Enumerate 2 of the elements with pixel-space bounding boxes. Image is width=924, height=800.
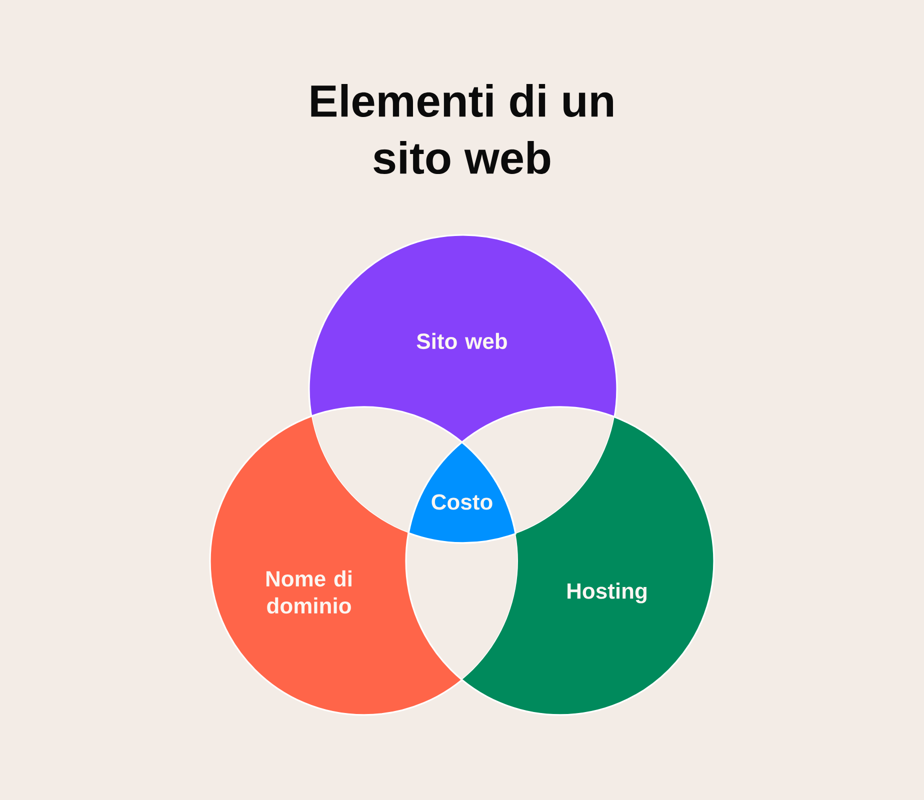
venn-center-region: Costo <box>408 441 516 544</box>
title: Elementi di un sito web <box>311 84 613 174</box>
